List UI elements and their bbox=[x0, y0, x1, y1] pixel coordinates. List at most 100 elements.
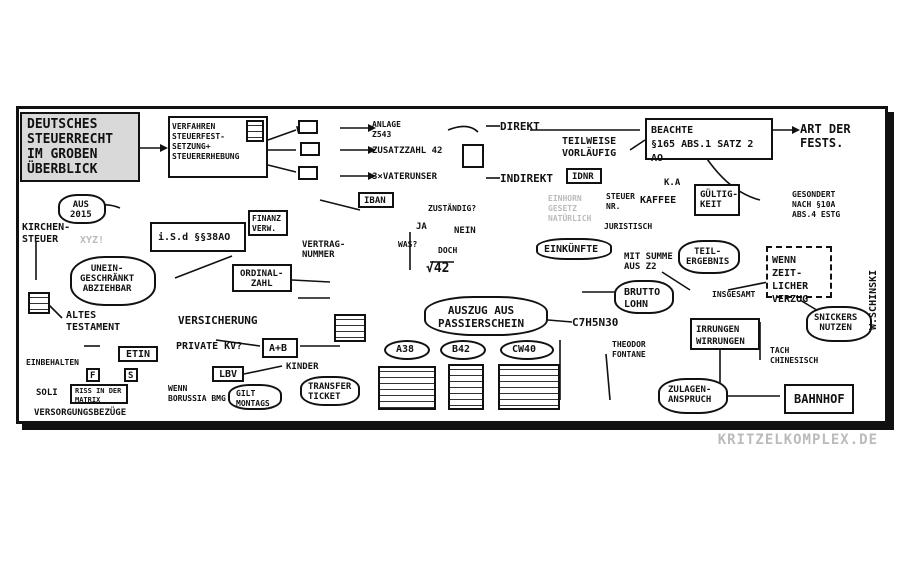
gilt-montags-cloud: GILT MONTAGS bbox=[228, 384, 282, 410]
teilergebnis-label: TEIL- ERGEBNIS bbox=[686, 247, 730, 267]
riss-label: RISS IN DER MATRIX bbox=[75, 387, 122, 404]
b42-oval: B42 bbox=[440, 340, 486, 360]
ordinalzahl-box: ORDINAL- ZAHL bbox=[232, 264, 292, 292]
altes-testament-label: ALTES TESTAMENT bbox=[66, 310, 121, 333]
vertragsnummer-label: VERTRAG- NUMMER bbox=[302, 240, 346, 260]
document-cw40 bbox=[498, 364, 560, 410]
auszug-label: AUSZUG AUS PASSIERSCHEIN bbox=[438, 304, 525, 330]
einkuenfte-label: EINKÜNFTE bbox=[544, 244, 599, 255]
versorgungsbezuege-label: VERSORGUNGSBEZÜGE bbox=[34, 408, 127, 418]
iban-box: IBAN bbox=[358, 192, 394, 208]
steuer-nr-label: STEUER NR. bbox=[606, 192, 635, 211]
f-box: F bbox=[86, 368, 100, 382]
bruttolohn-label: BRUTTO LOHN bbox=[624, 287, 661, 310]
auszug-cloud: AUSZUG AUS PASSIERSCHEIN bbox=[424, 296, 548, 336]
einkuenfte-cloud: EINKÜNFTE bbox=[536, 238, 612, 260]
theodor-label: THEODOR FONTANE bbox=[612, 340, 646, 359]
was-label: WAS? bbox=[398, 240, 418, 249]
bahnhof-box: BAHNHOF bbox=[784, 384, 854, 414]
riss-box: RISS IN DER MATRIX bbox=[70, 384, 128, 404]
ka-label: K.A bbox=[664, 178, 681, 188]
transfer-cloud: TRANSFER TICKET bbox=[300, 376, 360, 406]
document-icon bbox=[298, 120, 318, 134]
a38-oval: A38 bbox=[384, 340, 430, 360]
isd-box: i.S.d §§38AO bbox=[150, 222, 246, 252]
kirchensteuer-label: KIRCHEN- STEUER bbox=[22, 222, 71, 245]
kaffee-label: KAFFEE bbox=[640, 195, 677, 206]
ja-label: JA bbox=[416, 222, 427, 232]
snickers-cloud: SNICKERS NUTZEN bbox=[806, 306, 872, 342]
document-icon bbox=[246, 120, 264, 142]
document-icon bbox=[28, 292, 50, 314]
transfer-label: TRANSFER TICKET bbox=[308, 382, 352, 402]
zusatzzahl-label: ZUSATZZAHL 42 bbox=[372, 146, 443, 156]
juristisch-label: JURISTISCH bbox=[604, 222, 653, 231]
gueltigkeit-label: GÜLTIG- KEIT bbox=[700, 190, 738, 210]
etin-label: ETIN bbox=[126, 349, 151, 360]
xyz-label: XYZ! bbox=[80, 235, 105, 246]
sqrt42-label: √42 bbox=[426, 261, 450, 276]
s-label: S bbox=[128, 371, 134, 381]
zulagen-label: ZULAGEN- ANSPRUCH bbox=[668, 385, 712, 405]
footer-url: KRITZELKOMPLEX.DE bbox=[717, 432, 878, 448]
s-box: S bbox=[124, 368, 138, 382]
bahnhof-label: BAHNHOF bbox=[794, 392, 845, 406]
idnr-label: IdNR bbox=[572, 172, 594, 182]
zustaendig-label: ZUSTÄNDIG? bbox=[428, 204, 477, 213]
aplusb-box: A+B bbox=[262, 338, 298, 358]
document-icon bbox=[300, 142, 320, 156]
zulagen-cloud: ZULAGEN- ANSPRUCH bbox=[658, 378, 728, 414]
cw40-oval: CW40 bbox=[500, 340, 554, 360]
verfahren-box: VERFAHREN STEUERFEST- SETZUNG+ STEUERERH… bbox=[168, 116, 268, 178]
document-icon bbox=[334, 314, 366, 342]
vaterunser-label: 3×VATERUNSER bbox=[372, 172, 438, 182]
uneingeschraenkt-label: UNEIN- GESCHRÄNKT ABZIEHBAR bbox=[80, 264, 135, 294]
private-kv-label: PRIVATE KV? bbox=[176, 341, 243, 352]
etin-box: ETIN bbox=[118, 346, 158, 362]
beachte-label: BEACHTE §165 ABS.1 SATZ 2 AO bbox=[651, 125, 754, 164]
document-b42 bbox=[448, 364, 484, 410]
finanzverw-box: FINANZ VERW. bbox=[248, 210, 288, 236]
finanzverw-label: FINANZ VERW. bbox=[252, 214, 281, 233]
bruttolohn-cloud: BRUTTO LOHN bbox=[614, 280, 674, 314]
document-icon bbox=[298, 166, 318, 180]
wenn-zeitlicher-box: WENN ZEIT- LICHER VERZUG bbox=[766, 246, 832, 305]
c7h5n30-label: C7H5N30 bbox=[572, 316, 619, 329]
a38-label: A38 bbox=[396, 344, 415, 355]
beachte-box: BEACHTE §165 ABS.1 SATZ 2 AO bbox=[645, 118, 773, 164]
wenn-zeitlicher-label: WENN ZEIT- LICHER VERZUG bbox=[772, 255, 809, 305]
arrow-verfahren-doc1 bbox=[267, 129, 297, 141]
cw40-label: CW40 bbox=[512, 344, 537, 355]
isd-label: i.S.d §§38AO bbox=[158, 232, 231, 243]
ordinalzahl-label: ORDINAL- ZAHL bbox=[240, 269, 284, 289]
gesondert-label: GESONDERT NACH §10a ABS.4 ESTG bbox=[792, 190, 841, 219]
anlage-label: ANLAGE Z543 bbox=[372, 120, 401, 139]
signature: W.SCHINSKI bbox=[868, 269, 879, 330]
einhorn-label: EINHORN GESETZ NATÜRLICH bbox=[548, 194, 592, 223]
aus-2015-cloud: AUS 2015 bbox=[58, 194, 106, 224]
f-label: F bbox=[90, 371, 96, 381]
aus-2015-label: AUS 2015 bbox=[70, 200, 92, 220]
kinder-label: KINDER bbox=[286, 362, 319, 372]
einbehalten-label: EINBEHALTEN bbox=[26, 358, 79, 367]
nein-label: NEIN bbox=[454, 226, 476, 236]
b42-label: B42 bbox=[452, 344, 471, 355]
main-title: DEUTSCHES STEUERRECHT IM GROBEN ÜBERBLIC… bbox=[27, 117, 114, 177]
aplusb-label: A+B bbox=[269, 343, 288, 354]
verfahren-label: VERFAHREN STEUERFEST- SETZUNG+ STEUERERH… bbox=[172, 122, 240, 161]
indirekt-label: INDIREKT bbox=[500, 172, 553, 185]
versicherung-label: VERSICHERUNG bbox=[178, 314, 258, 327]
mit-summe-label: MIT SUMME AUS Z2 bbox=[624, 252, 673, 272]
lbv-label: LBV bbox=[219, 369, 238, 380]
wenn-borussia-label: WENN BORUSSIA BMG bbox=[168, 384, 226, 403]
gilt-montags-label: GILT MONTAGS bbox=[236, 389, 270, 408]
teilweise-label: TEILWEISE VORLÄUFIG bbox=[562, 136, 617, 159]
lbv-box: LBV bbox=[212, 366, 244, 382]
soli-label: SOLI bbox=[36, 388, 58, 398]
teilergebnis-cloud: TEIL- ERGEBNIS bbox=[678, 240, 740, 274]
iban-label: IBAN bbox=[364, 196, 386, 206]
document-a38 bbox=[378, 366, 436, 410]
doch-label: DOCH bbox=[438, 246, 458, 255]
art-der-fests-label: ART DER FESTS. bbox=[800, 122, 851, 150]
